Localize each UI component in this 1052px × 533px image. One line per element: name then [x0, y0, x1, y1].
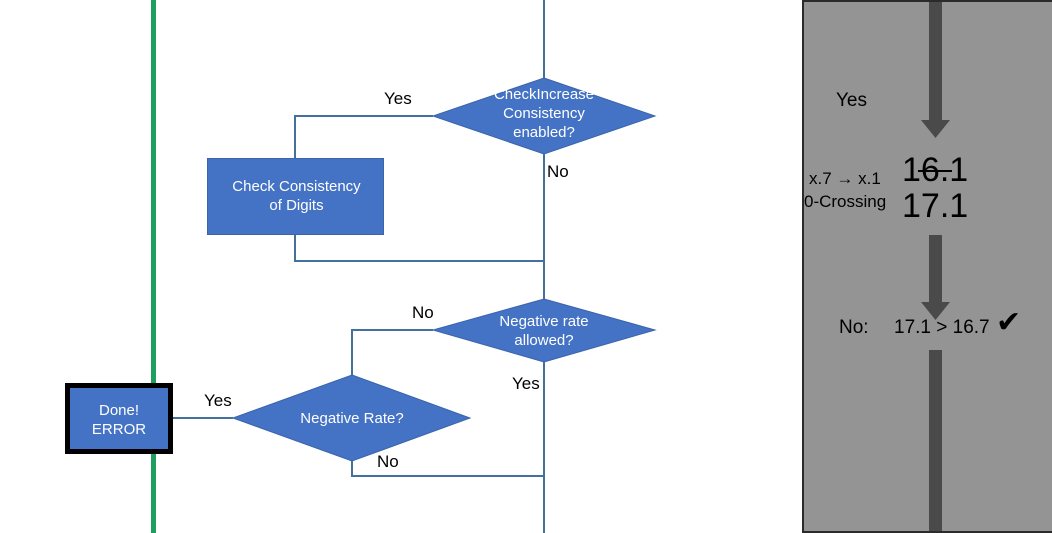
annotation-panel: Yes x.7 → x.1 0-Crossing 16.1 17.1 No: 1… — [802, 0, 1052, 533]
flowchart-connectors — [173, 0, 657, 533]
panel-value-before: 16.1 — [902, 151, 968, 190]
flowchart-canvas: CheckIncrease Consistency enabled? Negat… — [65, 0, 657, 533]
panel-rule-line-2: 0-Crossing — [804, 192, 887, 211]
arrow-bottom-shaft — [929, 350, 942, 531]
panel-result-label: No: — [839, 317, 869, 338]
connector-process-return — [294, 235, 544, 262]
terminator-done-error-label: Done! ERROR — [91, 402, 147, 438]
process-check-consistency-label: Check Consistency of Digits — [232, 178, 361, 214]
green-guide-line — [151, 0, 156, 533]
arrow-top-shaft — [929, 2, 942, 122]
annotation-arrows — [921, 2, 950, 531]
panel-value-after: 17.1 — [902, 187, 969, 225]
edge-label-negative-allowed-yes: Yes — [512, 374, 540, 393]
edge-label-negative-allowed-no: No — [412, 303, 434, 322]
edge-label-check-increase-no: No — [547, 162, 569, 181]
decision-check-increase-shape — [431, 77, 657, 155]
panel-rule-line-1: x.7 → x.1 — [809, 169, 881, 188]
check-mark-icon: ✔ — [996, 305, 1022, 340]
arrow-top-head — [921, 120, 950, 138]
connector-negative-rate-no — [351, 461, 544, 477]
arrow-middle-head — [921, 302, 950, 320]
connector-negative-allowed-no — [351, 329, 433, 380]
decision-negative-allowed-shape — [431, 298, 657, 363]
edge-label-negative-rate-no: No — [377, 452, 399, 471]
arrow-middle-shaft — [929, 235, 942, 305]
edge-label-negative-rate-yes: Yes — [204, 391, 232, 410]
edge-label-check-increase-yes: Yes — [384, 89, 412, 108]
panel-value-before-text: 16.1 — [902, 151, 969, 189]
panel-comparison: 17.1 > 16.7 — [894, 317, 990, 338]
decision-negative-rate-shape — [231, 374, 472, 462]
terminator-done-error[interactable]: Done! ERROR — [65, 383, 173, 454]
connector-check-increase-yes — [294, 115, 433, 158]
panel-branch-label: Yes — [836, 90, 867, 111]
process-check-consistency-of-digits[interactable]: Check Consistency of Digits — [207, 158, 384, 235]
